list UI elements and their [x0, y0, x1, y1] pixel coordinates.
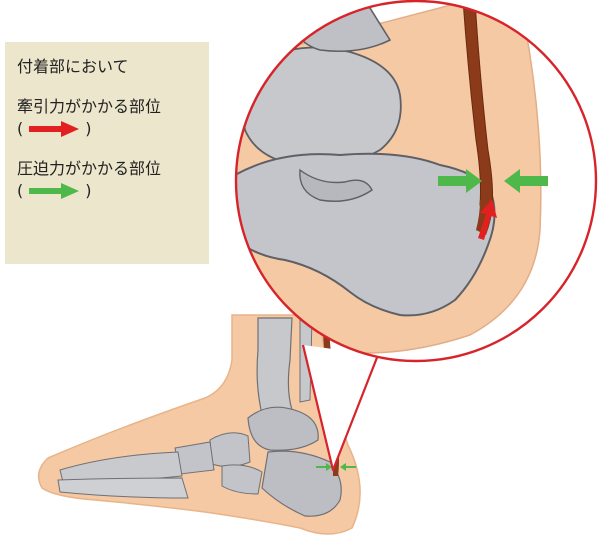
compression-label: 圧迫力がかかる部位	[17, 158, 209, 180]
legend-box: 付着部において 牽引力がかかる部位 ( ) 圧迫力がかかる部位 ( )	[5, 42, 209, 264]
zoom-detail	[232, 0, 596, 361]
traction-paren-open: (	[17, 118, 23, 140]
compression-legend-entry: ( )	[17, 180, 92, 202]
traction-legend-entry: ( )	[17, 118, 92, 140]
red-right-arrow-icon	[29, 121, 79, 137]
compression-paren-close: )	[85, 180, 91, 202]
compression-paren-open: (	[17, 180, 23, 202]
traction-label: 牽引力がかかる部位	[17, 96, 209, 118]
talus-bone-zoom	[244, 48, 401, 167]
navicular-bone	[210, 433, 250, 467]
tibia-bone	[257, 318, 292, 414]
legend-heading: 付着部において	[17, 56, 209, 78]
green-right-arrow-icon	[29, 183, 79, 199]
traction-paren-close: )	[85, 118, 91, 140]
